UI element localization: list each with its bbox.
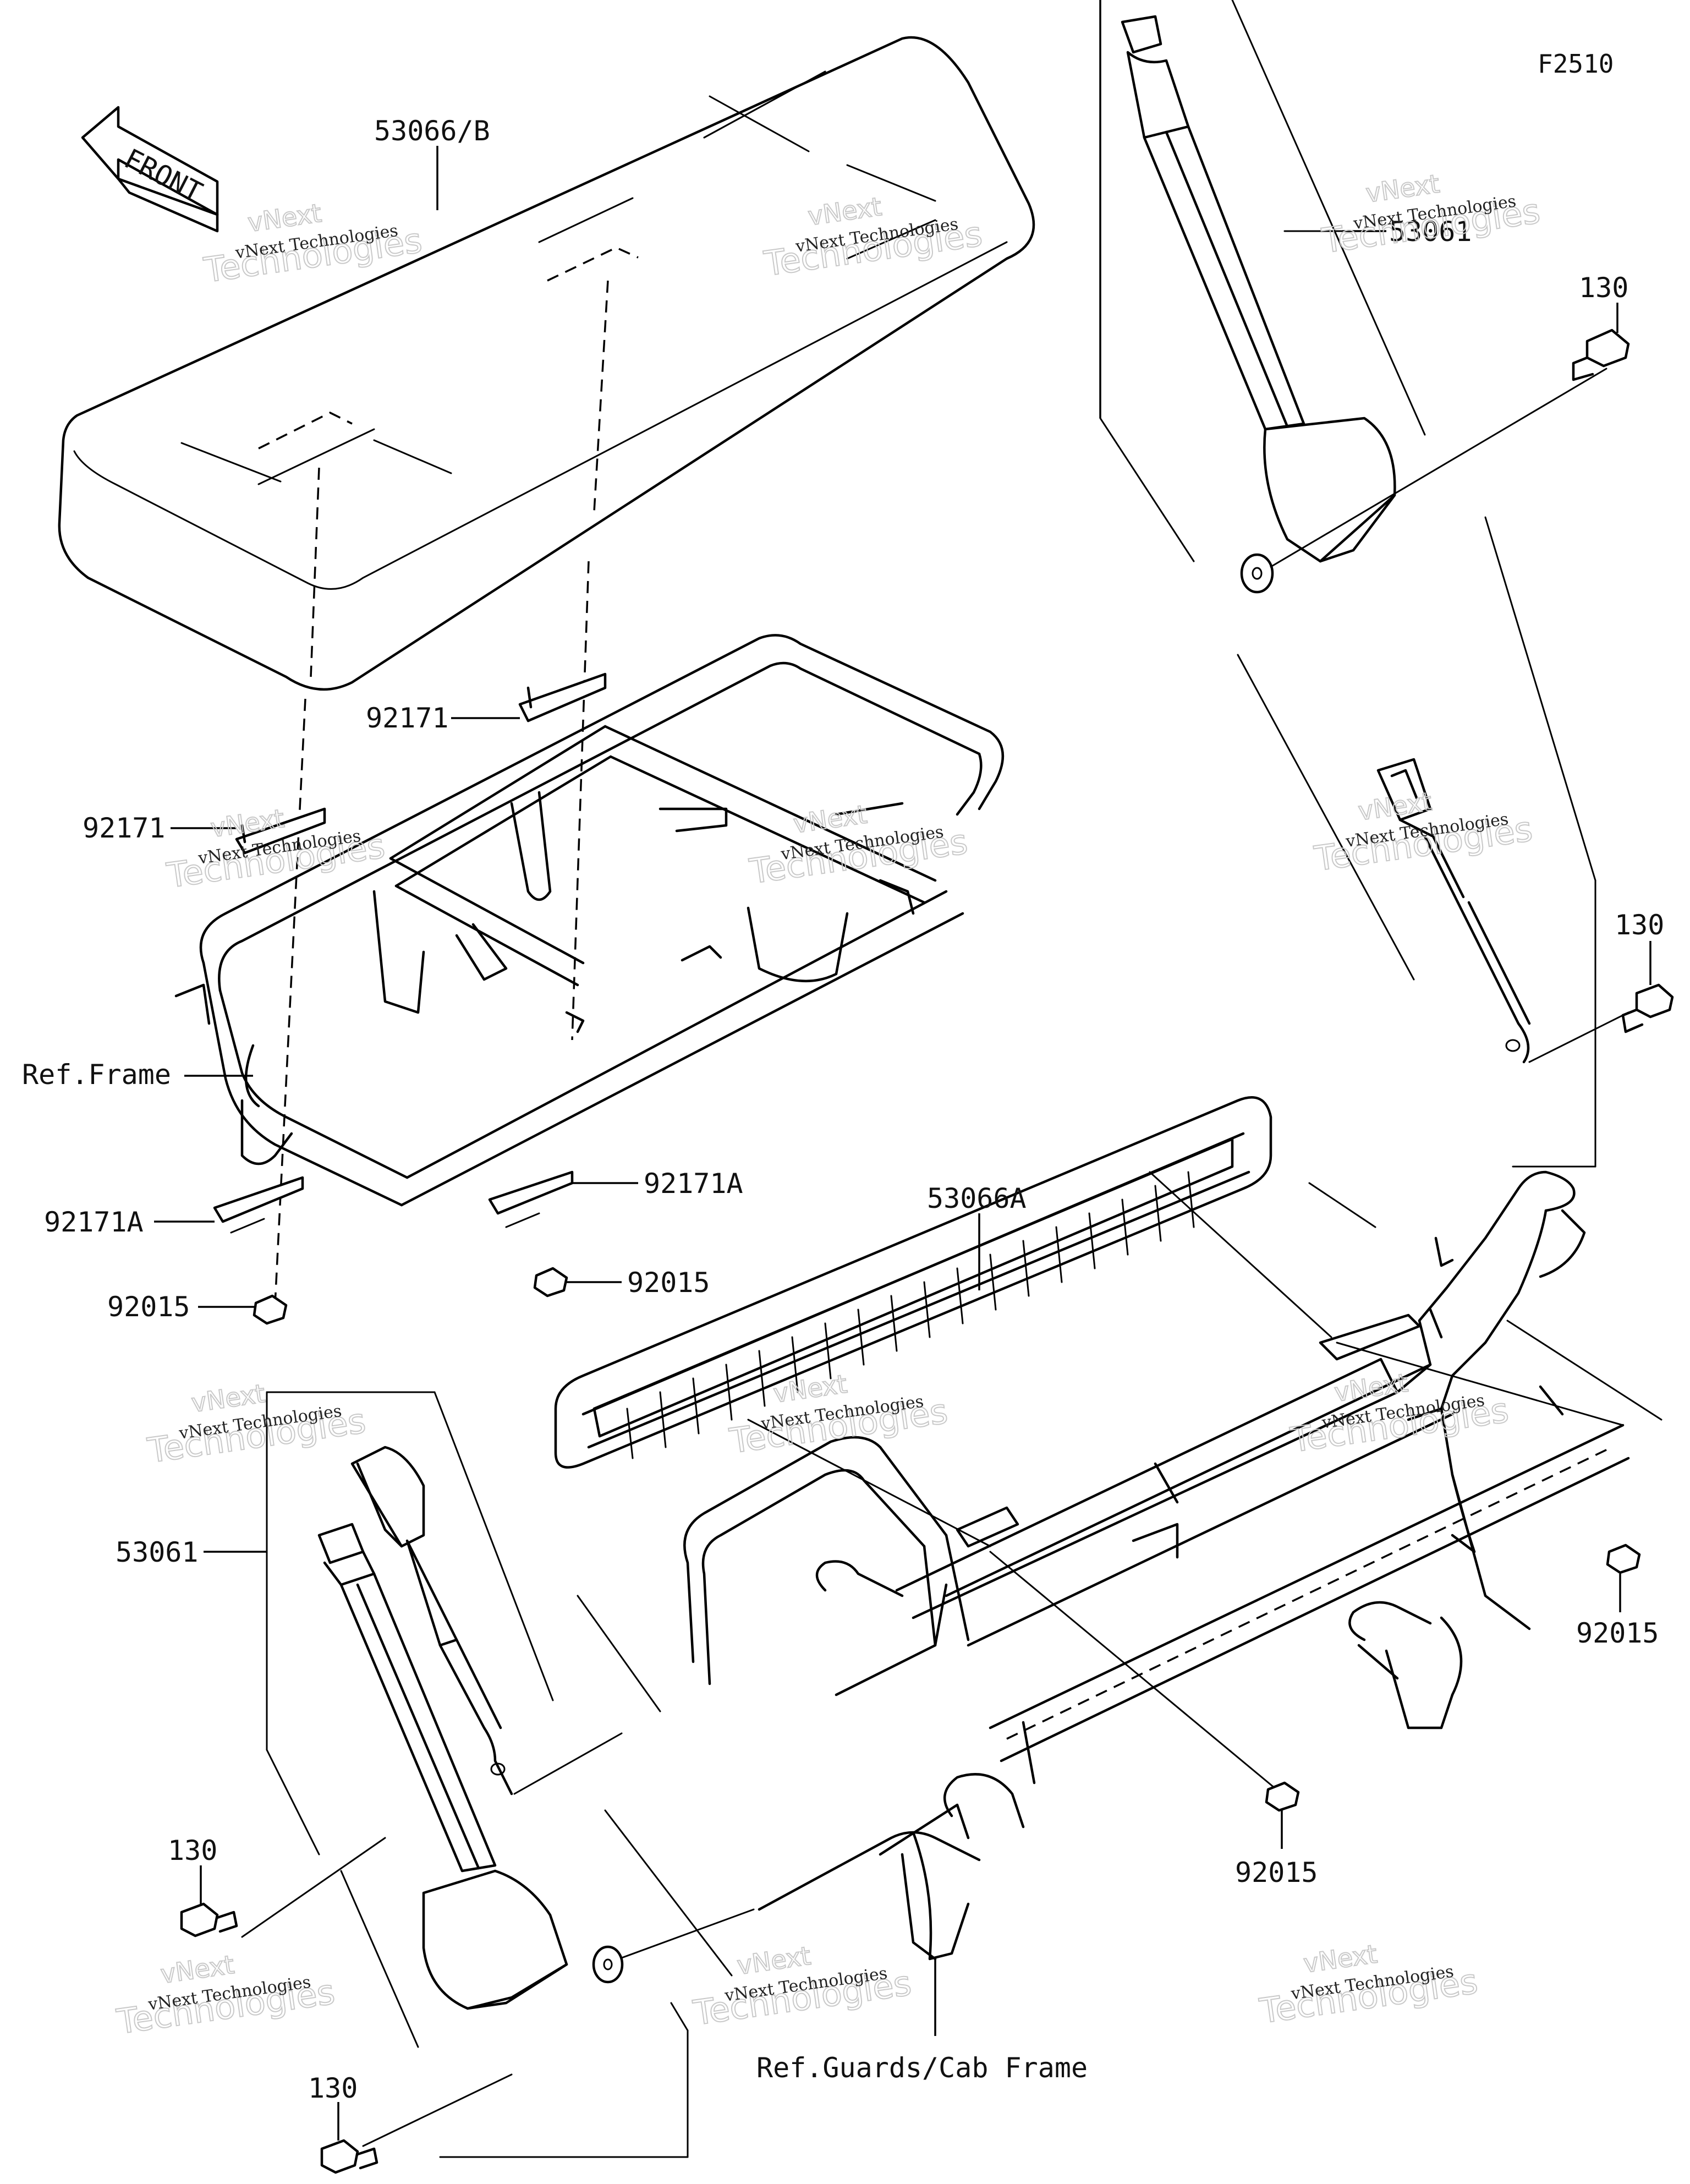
assembly-line [241, 1837, 386, 1938]
nut-icon [533, 1267, 568, 1298]
svg-text:vNext: vNext [1357, 786, 1434, 826]
assembly-line [1528, 1011, 1629, 1063]
washer-icon [592, 1945, 624, 1984]
bracket-92171 [518, 672, 607, 722]
nut-icon [1265, 1781, 1300, 1812]
bracket-line [1484, 516, 1596, 882]
guards-cab-frame [683, 1170, 1630, 1961]
bracket-line [1506, 1320, 1662, 1421]
callout-bracket-2: 92171 [83, 812, 166, 844]
bracket-line [1231, 0, 1426, 436]
bolt-icon [1621, 983, 1674, 1033]
svg-text:vNext: vNext [792, 799, 869, 839]
callout-seat-belt-lower: 53061 [116, 1536, 199, 1568]
seat-belt-buckle-right [1376, 758, 1531, 1064]
svg-text:vNext: vNext [1302, 1939, 1379, 1978]
bracket-92171A-left [213, 1176, 304, 1234]
figure-id: F2510 [1538, 49, 1614, 79]
bracket-line [604, 1809, 733, 1977]
assembly-line [362, 2073, 513, 2147]
svg-text:vNext: vNext [1364, 168, 1441, 208]
svg-text:vNext: vNext [190, 1378, 267, 1418]
callout-bracket-1: 92171 [366, 702, 449, 734]
svg-text:vNext: vNext [246, 198, 323, 238]
callout-bolt-bottom-1: 130 [168, 1835, 217, 1866]
callout-nut-2: 92015 [627, 1267, 710, 1299]
callout-seat-cushion: 53066/B [374, 115, 490, 147]
callout-bracket-a-2: 92171A [644, 1168, 743, 1200]
bracket-92171-left [235, 807, 326, 855]
assembly-line [1149, 1171, 1332, 1338]
watermark: vNext Technologies vNext Technologies vN… [113, 168, 1543, 2042]
seat-cushion [58, 36, 1035, 691]
assembly-line [989, 1551, 1283, 1795]
seat-belt-lower [317, 1446, 568, 2010]
seat-belt-upper [1121, 15, 1396, 563]
callout-nut-3: 92015 [1576, 1617, 1659, 1649]
callout-nut-1: 92015 [107, 1291, 190, 1323]
assembly-line [571, 561, 590, 1041]
callout-bracket-a-1: 92171A [44, 1206, 144, 1238]
seat-back-vents [626, 1171, 1195, 1459]
assembly-line [513, 1732, 623, 1795]
bracket-line [577, 1595, 661, 1712]
assembly-line [621, 1908, 755, 1959]
callout-bolt-bottom-2: 130 [308, 2072, 358, 2104]
bracket-92171A-right [488, 1170, 574, 1228]
bracket-line [1237, 654, 1415, 981]
svg-text:vNext: vNext [158, 1950, 236, 1989]
callout-bolt-top-1: 130 [1579, 272, 1628, 304]
bracket-line [434, 1391, 554, 1701]
nut-icon [253, 1294, 288, 1325]
callout-nut-4: 92015 [1235, 1857, 1318, 1889]
assembly-line [747, 1419, 991, 1547]
nut-icon [1606, 1543, 1641, 1574]
callout-seat-back: 53066A [927, 1183, 1027, 1214]
bolt-icon [180, 1902, 238, 1937]
assembly-line [1336, 1342, 1624, 1426]
assembly-line [1270, 368, 1607, 568]
assembly-line [310, 467, 320, 677]
seat-frame [174, 634, 1005, 1207]
bracket-line [1308, 1182, 1376, 1228]
bracket-line [340, 1870, 419, 2048]
seat-back [554, 1096, 1272, 1469]
assembly-line [274, 698, 306, 1305]
callout-ref-frame: Ref.Frame [22, 1059, 171, 1091]
bracket-line [1099, 417, 1195, 562]
svg-text:vNext: vNext [735, 1941, 813, 1980]
svg-text:vNext: vNext [1332, 1368, 1410, 1408]
callout-ref-guards: Ref.Guards/Cab Frame [756, 2052, 1088, 2084]
bolt-icon [1572, 329, 1630, 381]
front-arrow-icon: FRONT [81, 106, 219, 233]
bracket-line [670, 2002, 689, 2032]
bolt-icon [320, 2139, 378, 2174]
washer-icon [1240, 553, 1274, 594]
callout-bolt-top-2: 130 [1615, 909, 1664, 941]
callout-seat-belt-upper: 53061 [1389, 216, 1472, 248]
bracket-line [266, 1749, 320, 1855]
